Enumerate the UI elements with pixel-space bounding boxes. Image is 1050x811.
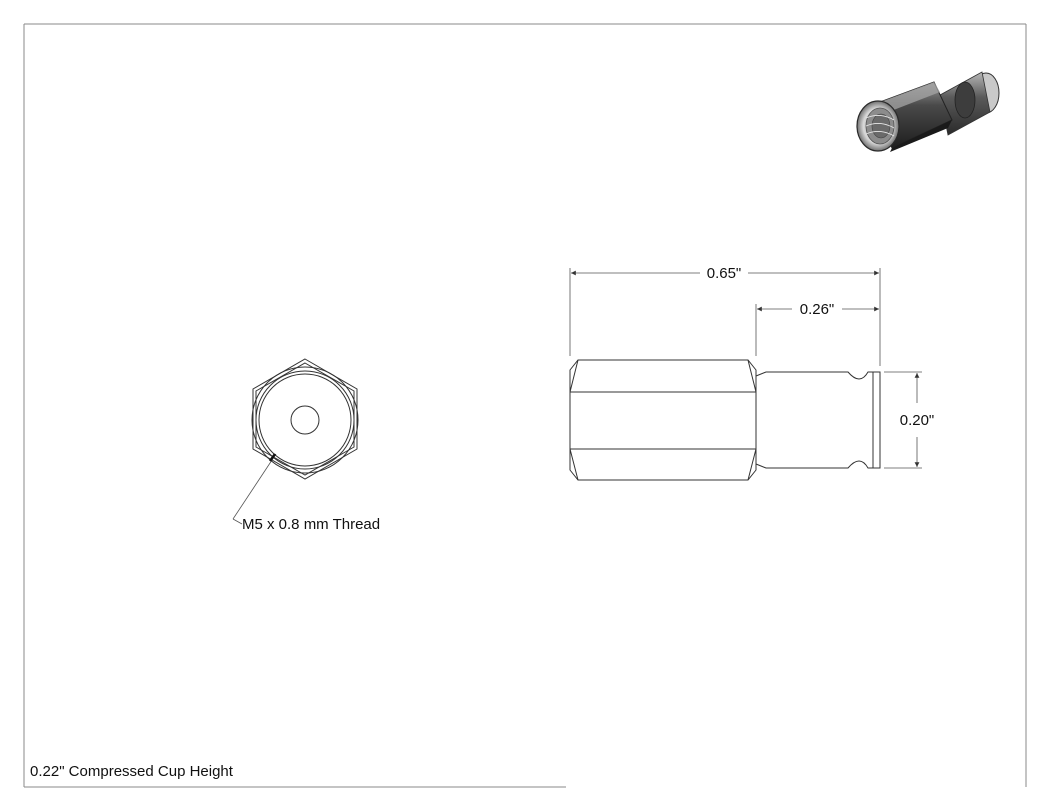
dimension-cup-length: 0.26" xyxy=(755,301,879,356)
sheet-border xyxy=(23,23,1027,788)
overall-length-label: 0.65" xyxy=(707,265,742,282)
end-view xyxy=(251,358,359,480)
thread-callout-label: M5 x 0.8 mm Thread xyxy=(242,516,380,533)
isometric-view xyxy=(856,71,1000,152)
cup-length-label: 0.26" xyxy=(800,301,835,318)
side-view xyxy=(569,359,881,481)
dimension-cup-height: 0.20" xyxy=(884,371,935,469)
thread-callout: M5 x 0.8 mm Thread xyxy=(232,453,380,533)
footer-note: 0.22" Compressed Cup Height xyxy=(30,763,234,780)
dimension-overall-length: 0.65" xyxy=(569,265,881,366)
cup-height-label: 0.20" xyxy=(900,412,935,429)
